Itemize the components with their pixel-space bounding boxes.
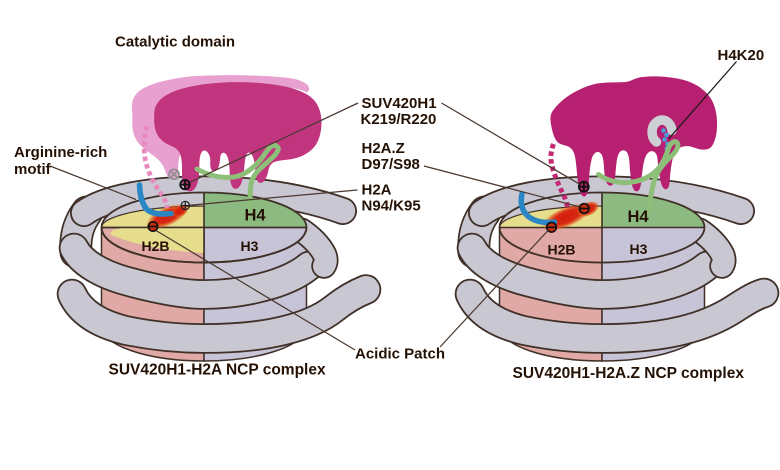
svg-text:motif: motif <box>14 161 52 178</box>
svg-text:SUV420H1-H2A NCP complex: SUV420H1-H2A NCP complex <box>109 362 326 379</box>
svg-text:N94/K95: N94/K95 <box>362 197 421 214</box>
svg-text:Arginine-rich: Arginine-rich <box>14 144 107 161</box>
svg-text:SUV420H1-H2A.Z NCP complex: SUV420H1-H2A.Z NCP complex <box>513 365 745 382</box>
svg-text:SUV420H1: SUV420H1 <box>362 95 437 112</box>
svg-text:H4: H4 <box>628 208 650 226</box>
svg-text:H3: H3 <box>630 241 648 257</box>
svg-text:K219/R220: K219/R220 <box>361 111 437 128</box>
svg-text:Catalytic domain: Catalytic domain <box>115 34 235 51</box>
svg-text:H2B: H2B <box>142 238 170 254</box>
svg-text:H4: H4 <box>245 207 267 225</box>
svg-text:H2B: H2B <box>548 242 576 258</box>
svg-text:H2A.Z: H2A.Z <box>362 140 405 157</box>
svg-text:H3: H3 <box>241 238 259 254</box>
svg-text:H2A: H2A <box>362 181 392 198</box>
svg-text:D97/S98: D97/S98 <box>362 156 420 173</box>
svg-text:H4K20: H4K20 <box>718 47 765 64</box>
svg-text:Acidic Patch: Acidic Patch <box>355 346 445 363</box>
